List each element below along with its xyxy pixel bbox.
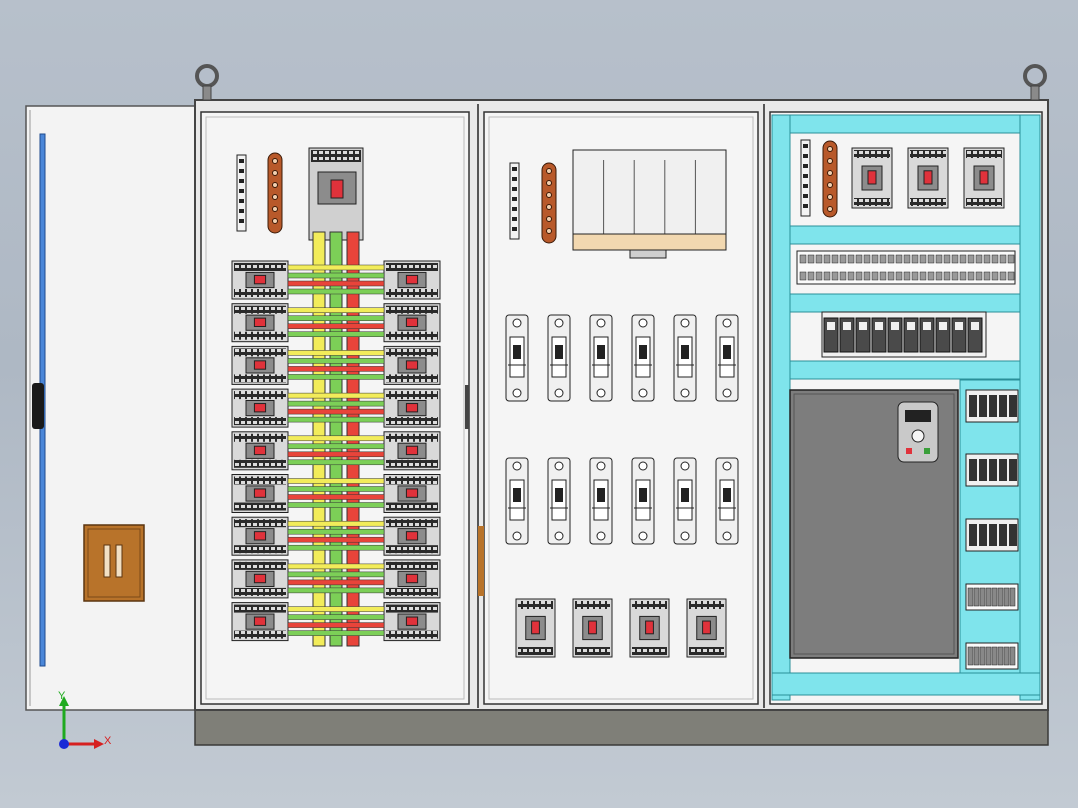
control-breaker [907, 147, 949, 209]
door-document-box [83, 524, 145, 602]
fuse-holder [589, 314, 613, 402]
vfd-keypad [897, 401, 939, 463]
branch-links [287, 350, 385, 380]
fuse-holder [715, 314, 739, 402]
hinge-1 [465, 385, 469, 429]
fuse-holder [673, 457, 697, 545]
branch-links [287, 563, 385, 594]
fuse-holder [673, 314, 697, 402]
fuse-holder [589, 457, 613, 545]
fuse-holder [505, 457, 529, 545]
terminal-block-small [965, 642, 1019, 670]
main-breaker [308, 147, 364, 241]
ground-bar-1 [267, 152, 283, 234]
branch-links [287, 392, 385, 423]
fuse-holder [715, 457, 739, 545]
feeder-breaker [686, 598, 727, 658]
branch-links [287, 520, 385, 551]
fuse-holder [547, 314, 571, 402]
branch-breaker-right [383, 602, 441, 642]
branch-breaker-left [231, 431, 289, 471]
cabinet-door [25, 105, 197, 711]
terminal-block-row [796, 250, 1016, 285]
branch-breaker-right [383, 260, 441, 300]
axis-triad: Y X [58, 690, 112, 749]
lifting-eye-left [195, 64, 219, 101]
control-breaker [851, 147, 893, 209]
door-handle [32, 383, 44, 429]
relay-row [821, 311, 987, 358]
control-breaker [963, 147, 1005, 209]
branch-breaker-right [383, 431, 441, 471]
fuse-holder [547, 457, 571, 545]
branch-breaker-right [383, 516, 441, 556]
branch-breaker-right [383, 303, 441, 343]
branch-breaker-left [231, 602, 289, 642]
contactor-block [965, 453, 1019, 487]
terminal-strip-3 [800, 139, 811, 217]
fuse-holder [631, 457, 655, 545]
branch-breaker-left [231, 559, 289, 599]
branch-breaker-left [231, 260, 289, 300]
cabinet-plinth [194, 705, 1049, 746]
feeder-breaker [629, 598, 670, 658]
contactor-block [965, 518, 1019, 552]
lifting-eye-right [1023, 64, 1047, 101]
branch-links [287, 264, 385, 295]
main-switch-disconnector [572, 149, 727, 259]
branch-breaker-left [231, 474, 289, 513]
feeder-breaker [515, 598, 556, 658]
branch-breaker-right [383, 559, 441, 599]
terminal-block-small [965, 583, 1019, 611]
branch-breaker-left [231, 516, 289, 556]
branch-breaker-left [231, 303, 289, 343]
branch-links [287, 478, 385, 508]
branch-links [287, 435, 385, 466]
terminal-strip-1 [236, 154, 247, 232]
fuse-holder [631, 314, 655, 402]
branch-links [287, 307, 385, 337]
axis-x-label: X [104, 735, 112, 747]
branch-links [287, 606, 385, 636]
contactor-block [965, 389, 1019, 423]
branch-breaker-left [231, 388, 289, 428]
branch-breaker-right [383, 474, 441, 513]
hinge-2 [478, 526, 484, 596]
terminal-strip-2 [509, 162, 520, 240]
feeder-breaker [572, 598, 613, 658]
branch-breaker-right [383, 388, 441, 428]
branch-breaker-right [383, 345, 441, 385]
ground-bar-2 [541, 162, 557, 244]
ground-bar-3 [822, 140, 838, 218]
branch-breaker-left [231, 345, 289, 385]
axis-y-label: Y [58, 690, 66, 702]
fuse-holder [505, 314, 529, 402]
